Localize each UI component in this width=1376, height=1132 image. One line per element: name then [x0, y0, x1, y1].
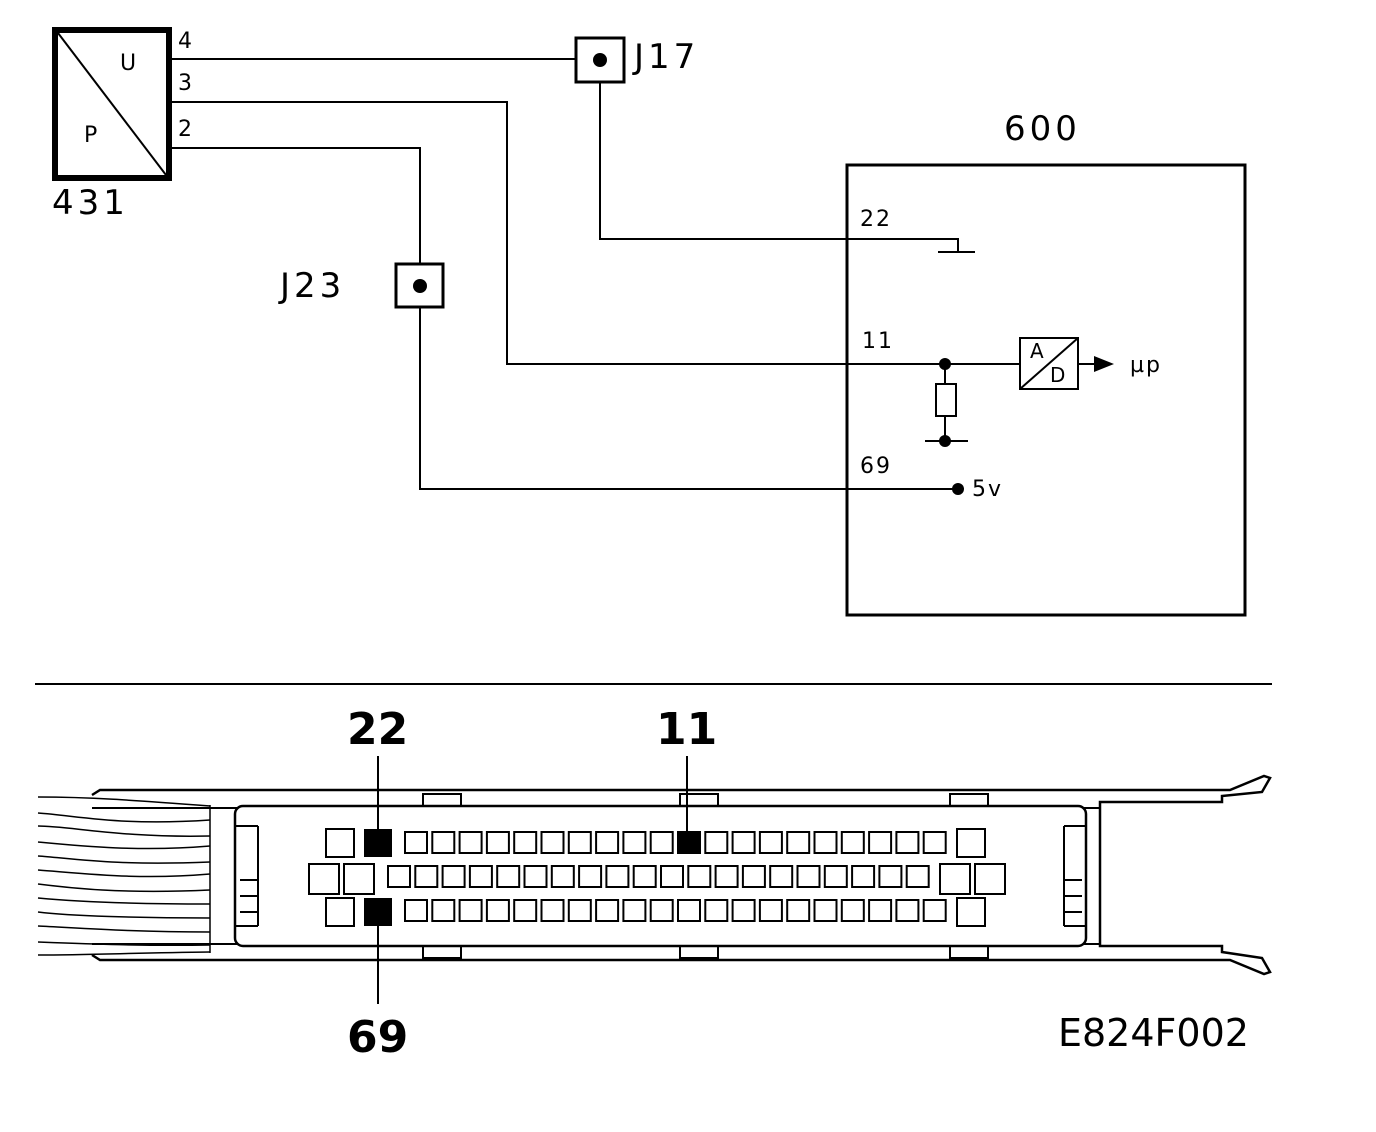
- terminal: [922, 831, 947, 854]
- terminal: [513, 899, 538, 922]
- terminal: [905, 865, 930, 888]
- terminal: [868, 899, 893, 922]
- terminal: [786, 831, 811, 854]
- terminal: [567, 899, 592, 922]
- sensor-pin-4: 4: [178, 29, 194, 54]
- terminal: [758, 831, 783, 854]
- adc-output-label: µp: [1130, 353, 1162, 378]
- terminal: [431, 831, 456, 854]
- terminal: [660, 865, 684, 888]
- terminal: [731, 831, 756, 854]
- ecu-pin-69: 69: [860, 454, 892, 479]
- terminal: [741, 865, 766, 888]
- terminal-11: [677, 831, 701, 854]
- ecu-connector-view: [37, 774, 1272, 976]
- terminal: [649, 831, 674, 854]
- adc-label-a: A: [1030, 339, 1044, 363]
- sensor-pin-2: 2: [178, 117, 194, 142]
- terminal: [769, 865, 794, 888]
- terminal: [895, 899, 920, 922]
- terminal: [786, 899, 811, 922]
- terminal: [823, 865, 848, 888]
- ad-converter: A D µp: [1019, 337, 1162, 390]
- terminal: [513, 831, 538, 854]
- terminal: [622, 899, 647, 922]
- terminal: [868, 831, 893, 854]
- terminal: [677, 899, 701, 922]
- terminal: [731, 899, 756, 922]
- terminal: [649, 899, 674, 922]
- terminal: [895, 831, 920, 854]
- connector-pin-11-label: 11: [656, 704, 717, 755]
- terminal: [540, 831, 565, 854]
- terminal: [605, 865, 630, 888]
- terminal: [878, 865, 903, 888]
- terminal: [813, 831, 838, 854]
- sensor-pin-3: 3: [178, 71, 194, 96]
- terminal: [387, 865, 411, 888]
- terminal: [485, 831, 510, 854]
- terminal-69: [364, 898, 392, 926]
- terminal: [704, 831, 729, 854]
- ecu-600: 600 22 11 69: [845, 109, 1247, 617]
- terminal: [922, 899, 947, 922]
- terminal-22: [364, 829, 392, 857]
- terminal: [458, 831, 483, 854]
- terminal: [595, 831, 620, 854]
- terminal: [714, 865, 739, 888]
- terminal: [567, 831, 592, 854]
- figure-code: E824F002: [1058, 1011, 1249, 1055]
- terminal-rows: [387, 831, 947, 922]
- adc-label-d: D: [1050, 363, 1065, 387]
- terminal: [523, 865, 548, 888]
- terminal: [485, 899, 510, 922]
- terminal: [441, 865, 466, 888]
- arrow-right-icon: [1094, 356, 1114, 372]
- junction-j17-label: J17: [632, 37, 699, 77]
- terminal: [404, 831, 428, 854]
- wire-bundle: [37, 796, 211, 956]
- wire-pin3-to-pin11: [169, 101, 1020, 365]
- terminal: [704, 899, 729, 922]
- sensor-ref-label: 431: [52, 183, 129, 223]
- terminal: [458, 899, 483, 922]
- pressure-sensor-431: U P 431: [52, 27, 172, 223]
- connector-pin-69-label: 69: [347, 1012, 408, 1063]
- supply-node: [952, 483, 964, 495]
- terminal: [622, 831, 647, 854]
- terminal: [496, 865, 521, 888]
- terminal: [404, 899, 428, 922]
- terminal: [632, 865, 657, 888]
- ecu-pin-11: 11: [862, 329, 894, 354]
- terminal: [758, 899, 783, 922]
- terminal: [595, 899, 620, 922]
- terminal: [414, 865, 439, 888]
- junction-j17: J17: [574, 36, 699, 84]
- pull-down-resistor: [925, 358, 968, 447]
- supply-label: 5v: [972, 477, 1003, 502]
- terminal: [840, 899, 865, 922]
- terminal: [550, 865, 575, 888]
- terminal: [540, 899, 565, 922]
- junction-j23-label: J23: [278, 266, 345, 306]
- connector-pin-22-label: 22: [347, 704, 408, 755]
- terminal: [431, 899, 456, 922]
- sensor-label-u: U: [120, 51, 136, 76]
- wire-pin2-to-pin69: [169, 147, 958, 490]
- junction-j23: J23: [278, 262, 445, 309]
- terminal: [687, 865, 712, 888]
- terminal: [578, 865, 603, 888]
- terminal: [796, 865, 821, 888]
- wire-pin4-to-pin22: [169, 58, 959, 252]
- terminal: [851, 865, 876, 888]
- ecu-pin-22: 22: [860, 207, 892, 232]
- terminal: [840, 831, 865, 854]
- terminal: [813, 899, 838, 922]
- terminal: [468, 865, 493, 888]
- sensor-label-p: P: [84, 123, 97, 148]
- ecu-ref-label: 600: [1004, 109, 1081, 149]
